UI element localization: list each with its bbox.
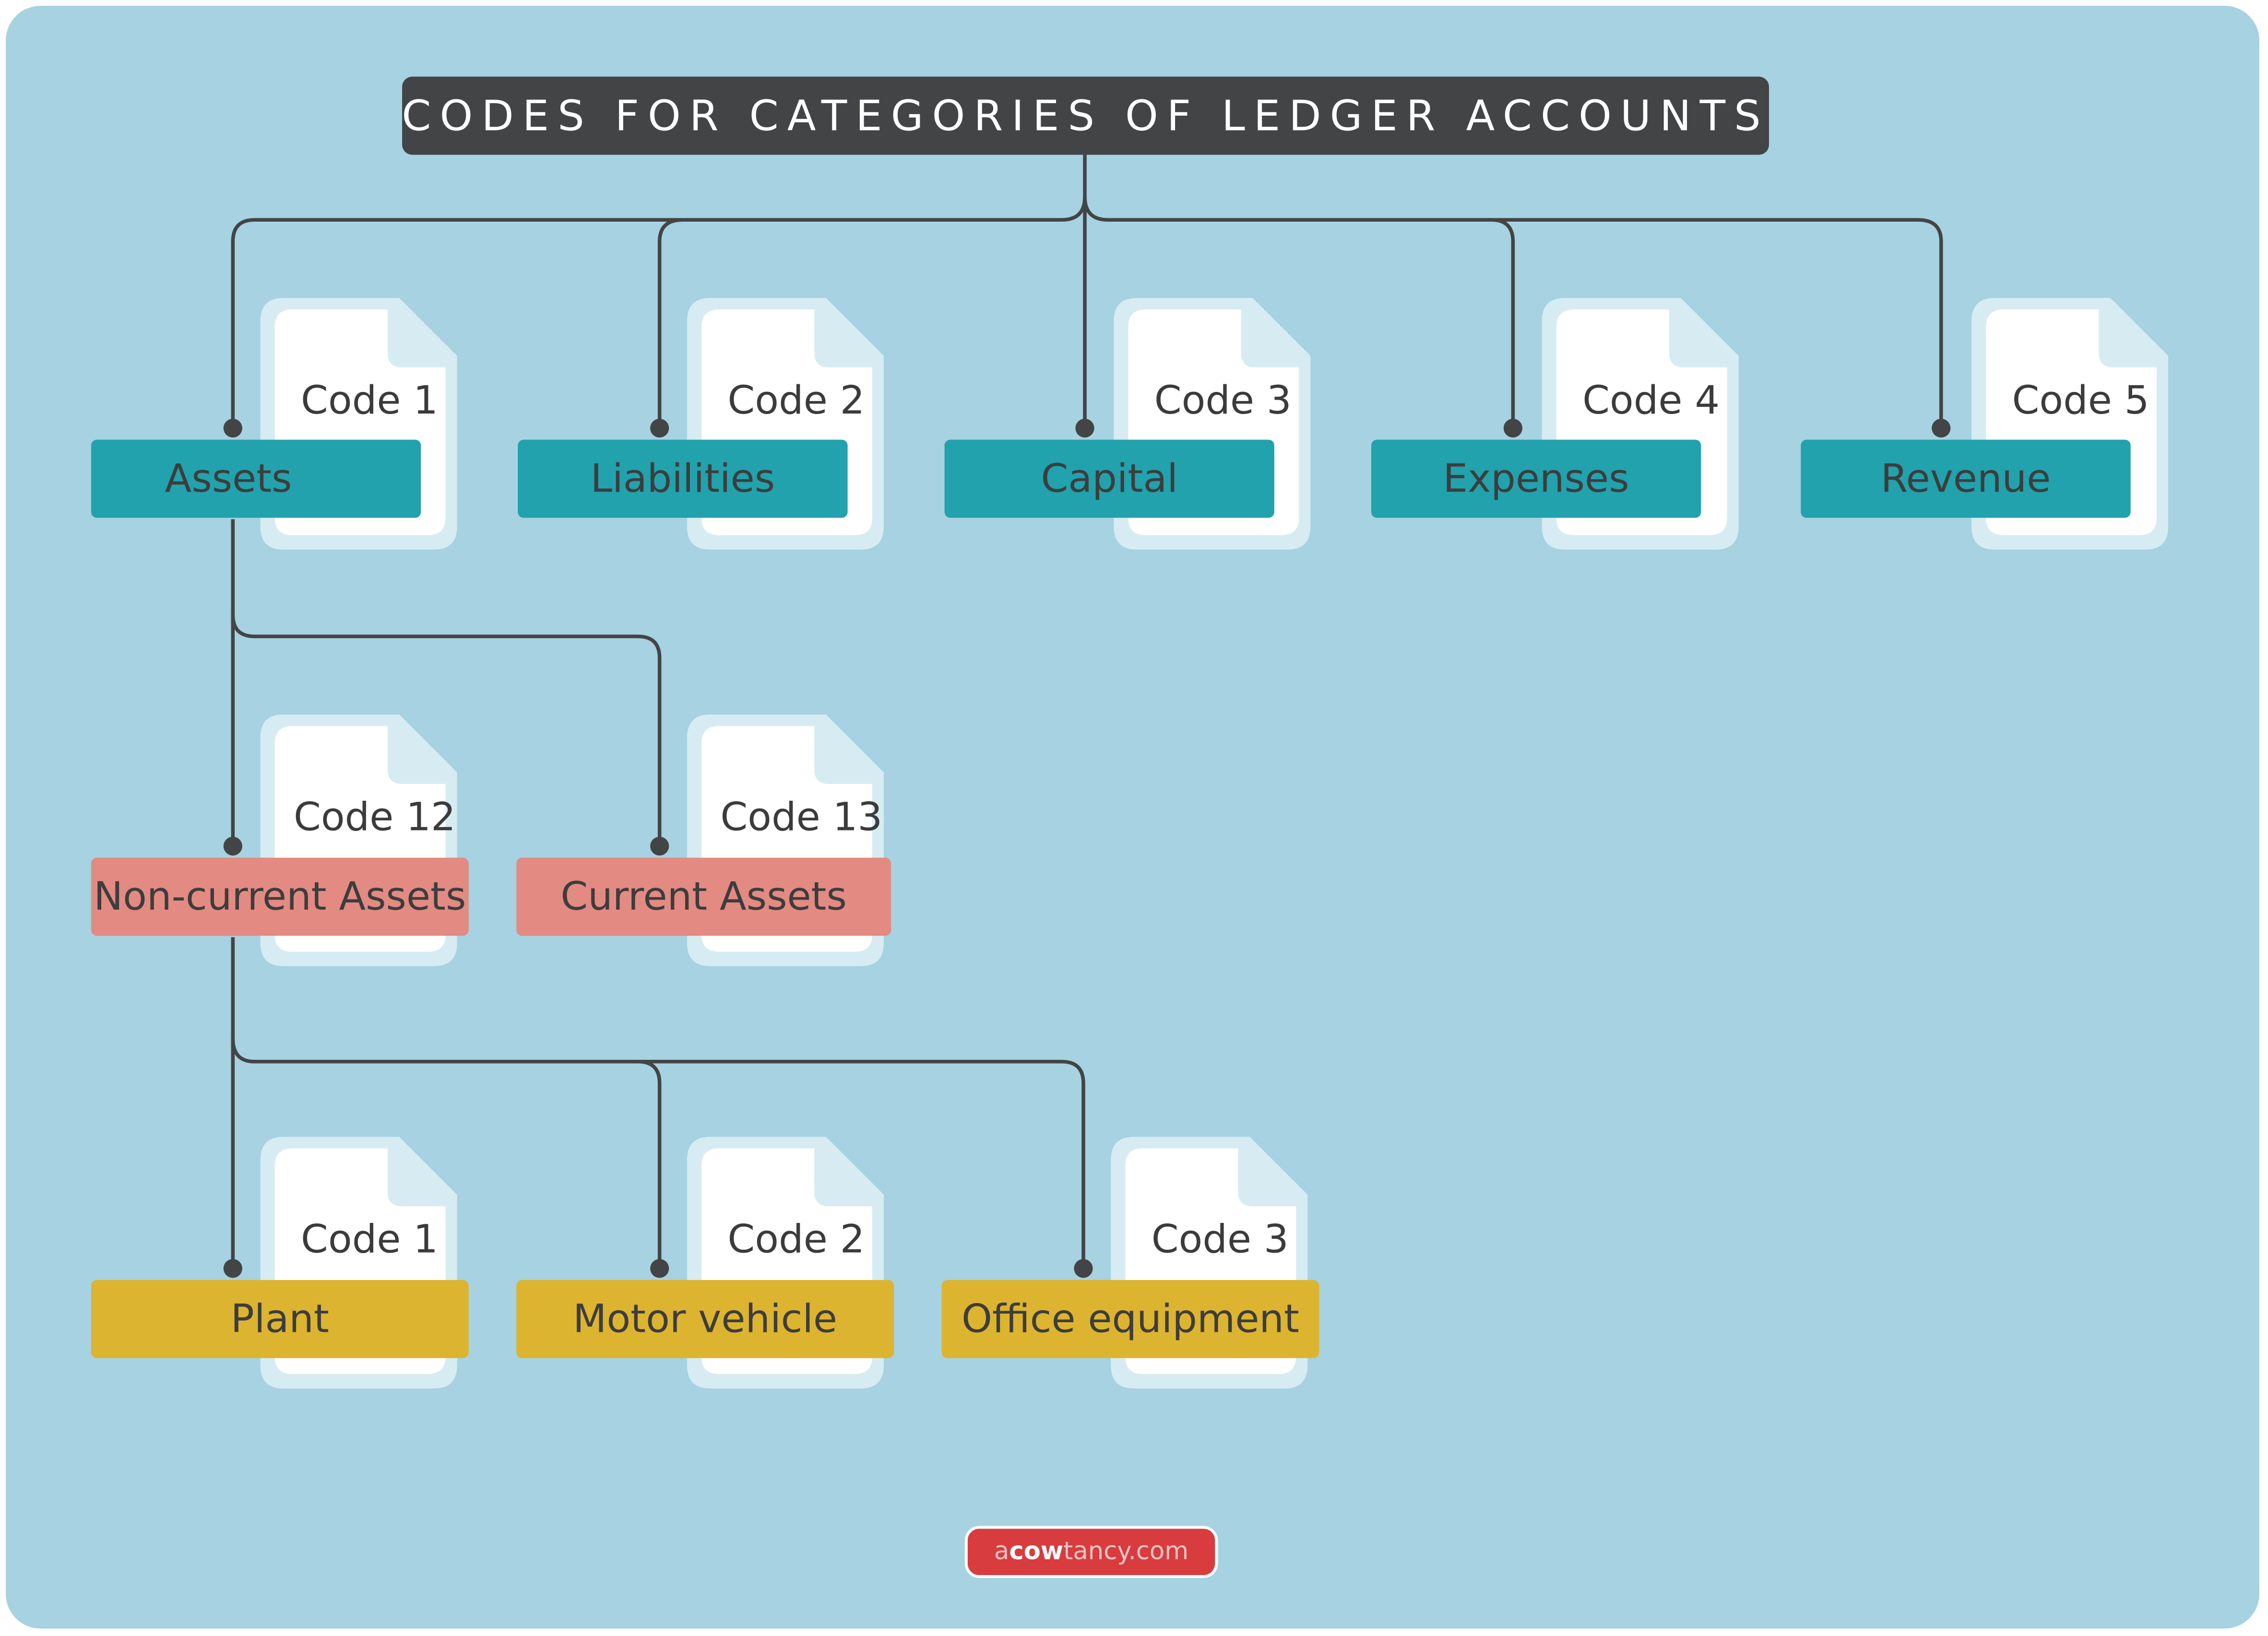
node-motor-vehicle: Motor vehicle — [516, 1280, 894, 1358]
code-label: Code 1 — [301, 379, 439, 424]
logo-part-cow: cow — [1009, 1537, 1064, 1566]
connector-dot — [223, 837, 242, 856]
node-non-current-assets: Non-current Assets — [91, 857, 469, 936]
node-office-equipment: Office equipment — [941, 1280, 1319, 1358]
node-liabilities: Liabilities — [518, 439, 848, 518]
diagram-title: CODES FOR CATEGORIES OF LEDGER ACCOUNTS — [402, 76, 1769, 155]
code-label: Code 1 — [301, 1218, 439, 1263]
connector-dot — [650, 1259, 669, 1278]
node-capital: Capital — [944, 439, 1274, 518]
logo-part-a: a — [994, 1537, 1009, 1566]
connector-dot — [223, 418, 242, 438]
connector-title-liabilities — [657, 218, 683, 428]
node-current-assets: Current Assets — [516, 857, 891, 936]
connector-dot — [1074, 1259, 1093, 1278]
code-label: Code 12 — [293, 795, 456, 841]
code-label: Code 13 — [720, 795, 883, 841]
connector-dot — [223, 1259, 242, 1278]
node-revenue: Revenue — [1801, 439, 2131, 518]
connector-noncurrent-office — [638, 1060, 1085, 1268]
node-assets: Assets — [91, 439, 421, 518]
connector-dot — [650, 418, 669, 438]
node-plant: Plant — [91, 1280, 469, 1358]
connector-title-revenue — [1491, 218, 1943, 428]
code-label: Code 3 — [1151, 1218, 1289, 1263]
connector-dot — [650, 837, 669, 856]
connector-assets-current — [231, 615, 662, 846]
code-label: Code 2 — [727, 1218, 865, 1263]
connector-dot — [1932, 418, 1951, 438]
code-label: Code 2 — [727, 379, 865, 424]
node-expenses: Expenses — [1371, 439, 1701, 518]
connector-dot — [1075, 418, 1094, 438]
code-label: Code 5 — [2012, 379, 2149, 424]
code-label: Code 3 — [1154, 379, 1292, 424]
code-label: Code 4 — [1582, 379, 1720, 424]
logo-part-tancy: tancy.com — [1063, 1537, 1189, 1566]
connector-dot — [1503, 418, 1522, 438]
